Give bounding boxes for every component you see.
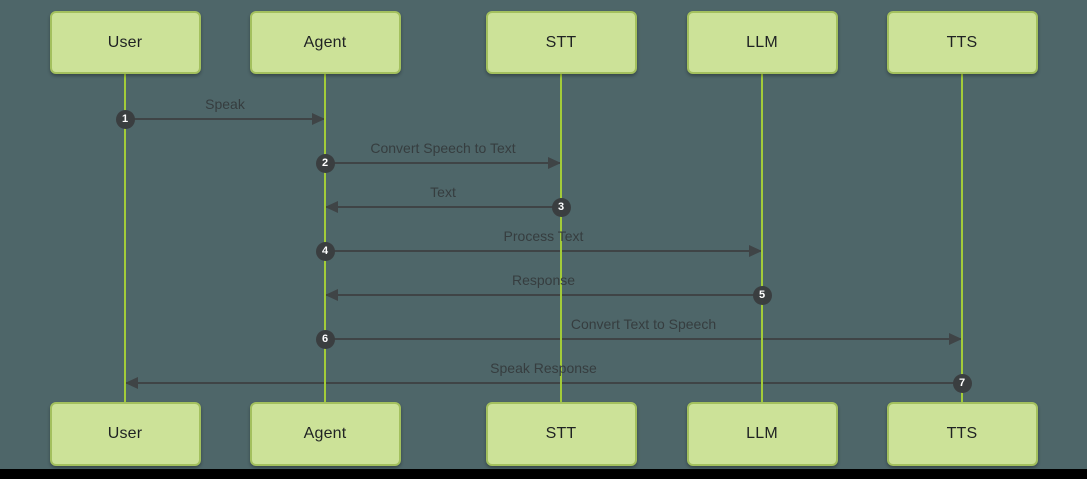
actor-box-bottom-stt: STT (485, 402, 637, 466)
actor-box-top-agent: Agent (249, 11, 401, 74)
message-label-speak-response: Speak Response (490, 360, 597, 376)
message-number-badge: 1 (115, 109, 135, 129)
message-number-badge: 2 (315, 153, 335, 173)
actor-box-top-user: User (49, 11, 201, 74)
arrowhead-icon (749, 245, 762, 257)
actor-label: Agent (303, 33, 347, 51)
arrowhead-icon (125, 377, 138, 389)
arrowhead-icon (312, 113, 325, 125)
message-line-process-text (325, 250, 762, 252)
actor-label: TTS (946, 33, 978, 51)
actor-box-top-llm: LLM (686, 11, 838, 74)
arrowhead-icon (325, 289, 338, 301)
message-number-badge: 6 (315, 329, 335, 349)
message-line-response (325, 294, 762, 296)
message-line-text (325, 206, 561, 208)
actor-label: LLM (746, 33, 778, 51)
message-line-speak-response (125, 382, 962, 384)
arrowhead-icon (949, 333, 962, 345)
message-number-badge: 4 (315, 241, 335, 261)
lifeline-tts (961, 73, 963, 403)
actor-box-top-stt: STT (485, 11, 637, 74)
message-label-speak: Speak (205, 96, 245, 112)
actor-label: STT (545, 425, 577, 442)
arrowhead-icon (325, 201, 338, 213)
message-line-convert-speech-to-text (325, 162, 561, 164)
actor-box-bottom-llm: LLM (686, 402, 838, 466)
actor-box-bottom-user: User (49, 402, 201, 466)
actor-label: User (107, 425, 143, 442)
message-label-convert-text-to-speech: Convert Text to Speech (570, 316, 717, 332)
message-line-convert-text-to-speech (325, 338, 962, 340)
message-label-text: Text (430, 184, 456, 200)
actor-box-bottom-agent: Agent (249, 402, 401, 466)
actor-label: STT (545, 33, 577, 51)
message-label-process-text: Process Text (503, 228, 584, 244)
message-number-badge: 5 (752, 285, 772, 305)
lifeline-user (124, 73, 126, 403)
actor-label: Agent (303, 425, 347, 442)
actor-box-bottom-tts: TTS (886, 402, 1038, 466)
actor-label: User (107, 33, 143, 51)
actor-box-top-tts: TTS (886, 11, 1038, 74)
message-number-badge: 3 (551, 197, 571, 217)
lifeline-stt (560, 73, 562, 403)
lifeline-llm (761, 73, 763, 403)
message-label-convert-speech-to-text: Convert Speech to Text (370, 140, 516, 156)
actor-label: TTS (946, 425, 978, 442)
message-number-badge: 7 (952, 373, 972, 393)
message-label-response: Response (511, 272, 576, 288)
arrowhead-icon (548, 157, 561, 169)
lifeline-agent (324, 73, 326, 403)
message-line-speak (125, 118, 325, 120)
actor-label: LLM (746, 425, 778, 442)
bottom-black-bar (0, 469, 1087, 479)
